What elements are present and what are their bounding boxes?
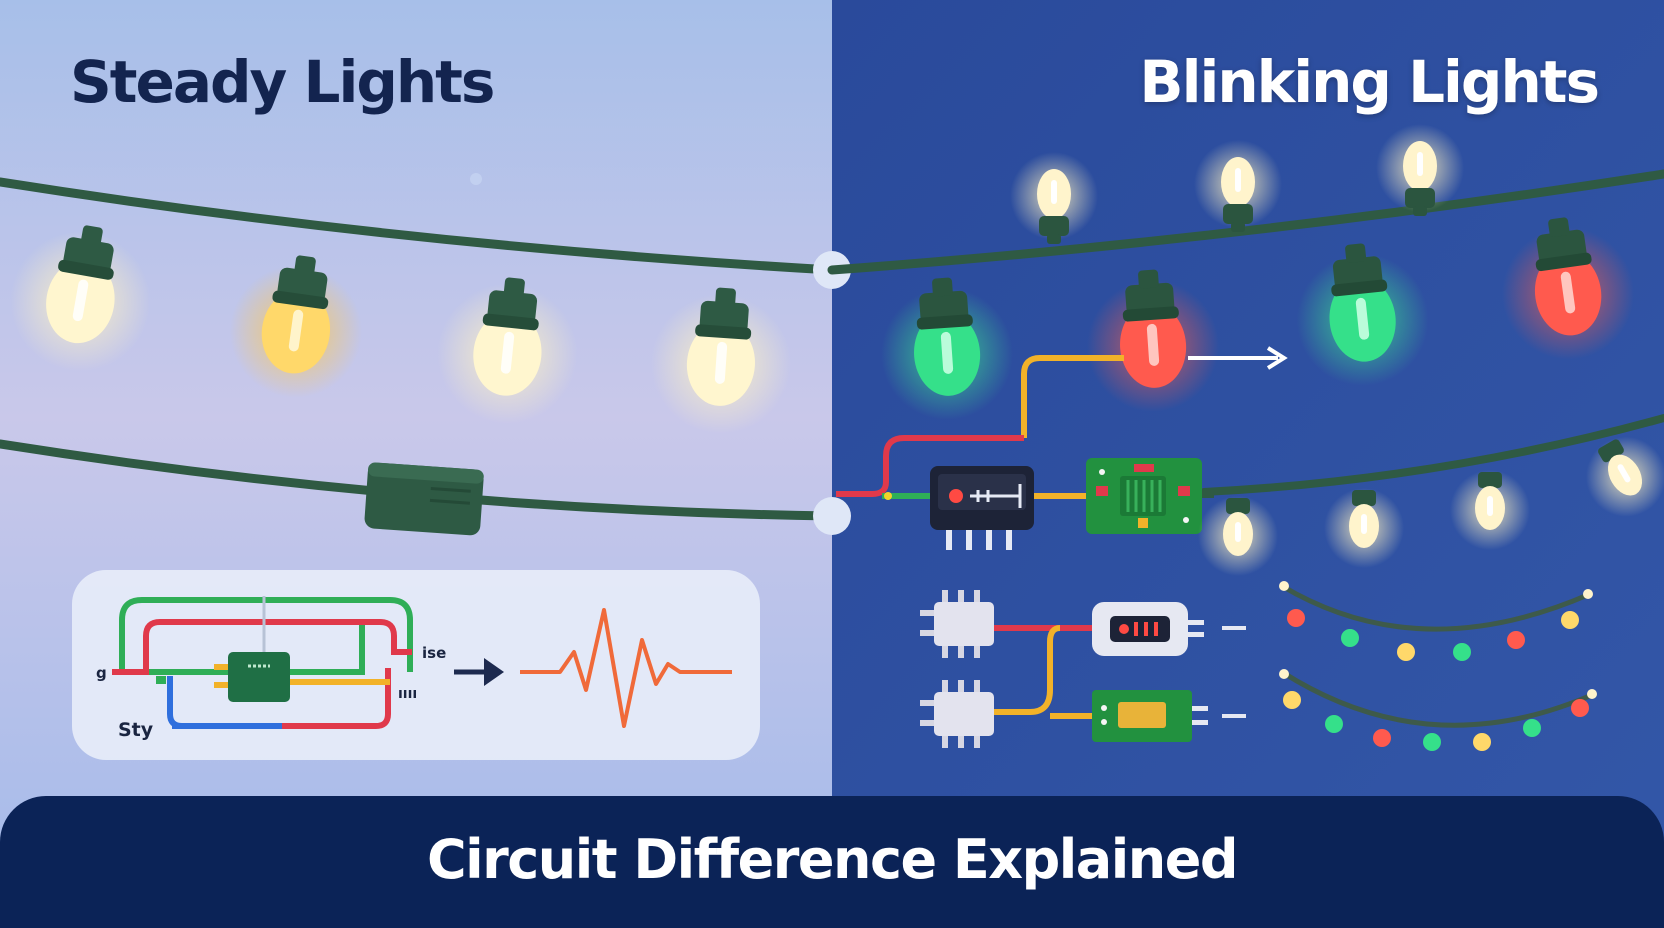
flasher-module-icon <box>1092 602 1204 656</box>
blinking-lights-title: Blinking Lights <box>1139 48 1600 116</box>
plug-connector-icon <box>364 462 484 536</box>
footer-banner: Circuit Difference Explained <box>0 796 1664 928</box>
blinking-panel <box>832 0 1664 928</box>
diagram-label-right: ise <box>422 644 446 662</box>
blinking-lower-wire <box>1200 414 1664 496</box>
mini-light-strand <box>1279 669 1597 751</box>
blinking-small-bulb <box>1198 496 1278 576</box>
blinking-small-bulb <box>1450 470 1530 550</box>
steady-circuit-diagram: g ise ıııı Sty <box>72 570 760 760</box>
flasher-module-icon <box>930 466 1034 550</box>
blinking-schematic <box>920 590 1246 748</box>
waveform-icon <box>520 608 732 728</box>
steady-lights-title: Steady Lights <box>70 48 495 116</box>
arrow-right-icon <box>454 658 504 686</box>
diagram-label-bottom: Sty <box>118 719 154 741</box>
steady-upper-wire <box>0 177 837 275</box>
circuit-board-icon <box>1092 690 1208 742</box>
circuit-board-icon <box>1086 458 1202 534</box>
diagram-label-right-lower: ıııı <box>398 686 417 702</box>
microchip-icon <box>214 652 290 702</box>
mini-light-strand <box>1279 581 1593 661</box>
arrow-right-icon <box>1188 346 1288 370</box>
footer-title: Circuit Difference Explained <box>427 828 1238 891</box>
blinking-small-bulb <box>1324 488 1404 568</box>
junction-node <box>813 497 851 535</box>
diagram-label-left: g <box>96 664 107 682</box>
